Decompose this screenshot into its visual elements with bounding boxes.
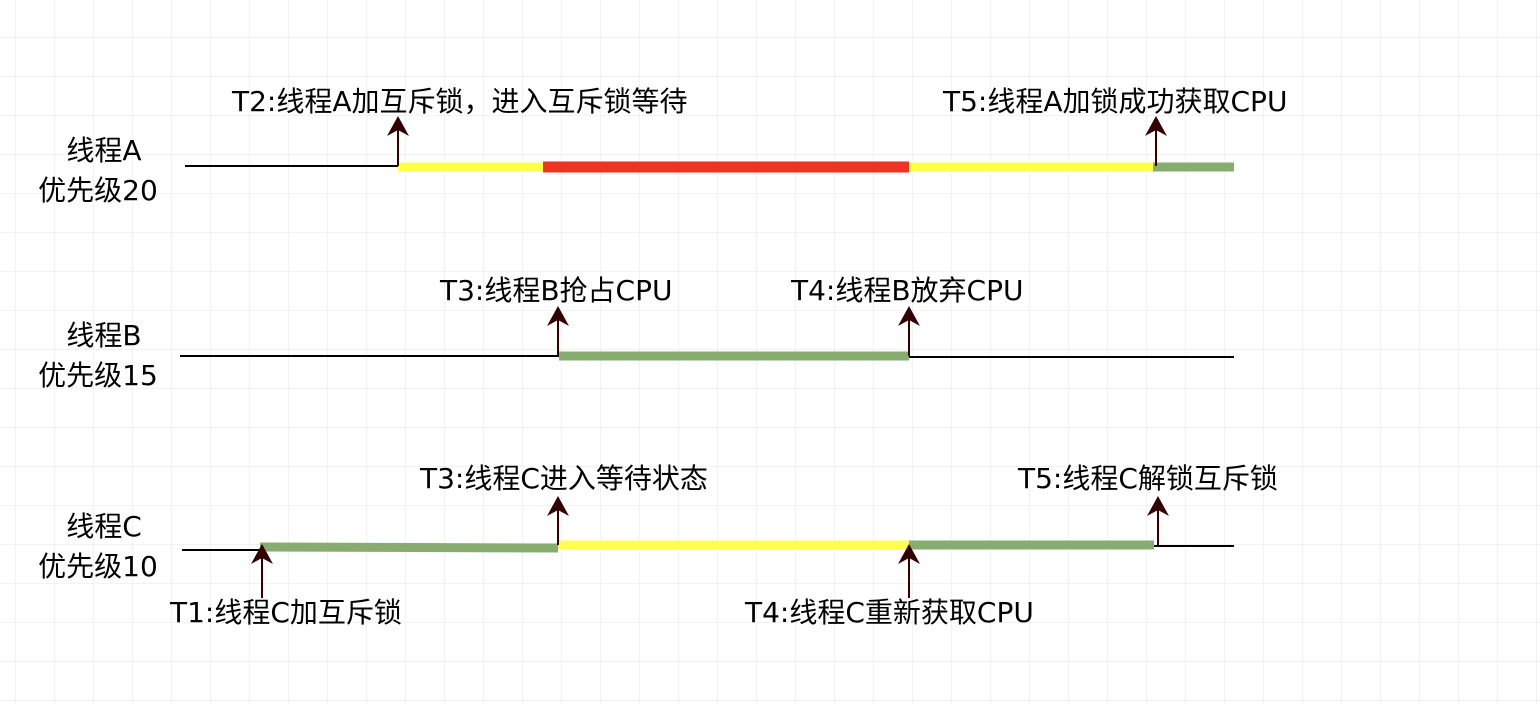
thread-c-name: 线程C <box>66 510 142 543</box>
thread-b-priority: 优先级15 <box>38 359 158 392</box>
event-label-c-t5: T5:线程C解锁互斥锁 <box>1017 462 1278 495</box>
event-arrow-a-t2 <box>387 116 409 166</box>
event-label-a-t2: T2:线程A加互斥锁，进入互斥锁等待 <box>231 85 688 118</box>
thread-c-running-segment-1 <box>259 542 559 553</box>
event-label-c-t1: T1:线程C加互斥锁 <box>169 596 402 629</box>
event-label-b-t3: T3:线程B抢占CPU <box>439 274 673 307</box>
event-label-c-t3: T3:线程C进入等待状态 <box>419 462 708 495</box>
event-label-b-t4: T4:线程B放弃CPU <box>790 274 1024 307</box>
thread-b-name: 线程B <box>66 319 141 352</box>
thread-a-priority: 优先级20 <box>38 174 158 207</box>
thread-c-priority: 优先级10 <box>38 550 158 583</box>
event-arrow-c-t3 <box>547 496 569 545</box>
thread-a-name: 线程A <box>66 134 141 167</box>
event-arrow-a-t5 <box>1145 116 1167 166</box>
event-arrow-b-t3 <box>547 306 569 356</box>
event-arrow-c-t5 <box>1147 496 1169 545</box>
event-arrow-b-t4 <box>898 306 920 356</box>
event-arrow-c-t1 <box>251 544 273 598</box>
event-arrow-c-t4 <box>898 544 920 598</box>
event-label-a-t5: T5:线程A加锁成功获取CPU <box>942 85 1287 118</box>
event-label-c-t4: T4:线程C重新获取CPU <box>744 596 1034 629</box>
